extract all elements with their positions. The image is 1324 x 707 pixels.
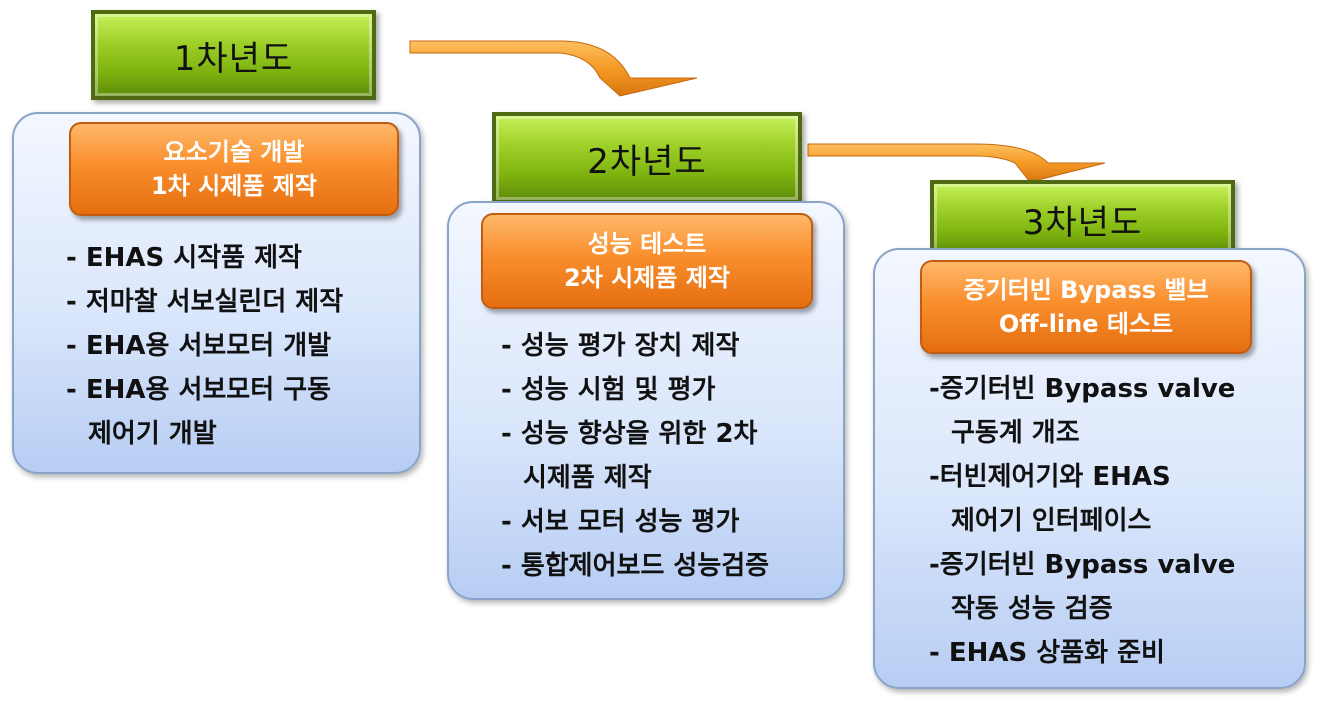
year-2-card: 성능 테스트 2차 시제품 제작 - 성능 평가 장치 제작 - 성능 시험 및… [447, 201, 845, 600]
year-1-task: - EHA용 서보모터 구동 [66, 375, 332, 405]
year-2-task: - 성능 평가 장치 제작 [501, 331, 740, 361]
year-3-task: 구동계 개조 [951, 418, 1080, 448]
year-3-task: -증기터빈 Bypass valve [929, 374, 1236, 404]
year-2-goal-badge: 성능 테스트 2차 시제품 제작 [481, 213, 813, 309]
year-3-task: 제어기 인터페이스 [951, 506, 1152, 536]
year-3-task: -증기터빈 Bypass valve [929, 550, 1236, 580]
year-3-task-list: -증기터빈 Bypass valve 구동계 개조 -터빈제어기와 EHAS 제… [929, 367, 1235, 675]
year-3-task: 작동 성능 검증 [951, 594, 1113, 624]
year-2-task-list: - 성능 평가 장치 제작 - 성능 시험 및 평가 - 성능 향상을 위한 2… [501, 324, 769, 588]
year-1-header: 1차년도 [91, 10, 376, 100]
year-3-card: 증기터빈 Bypass 밸브 Off-line 테스트 -증기터빈 Bypass… [873, 248, 1306, 689]
year-2-goal-line-2: 2차 시제품 제작 [564, 264, 730, 292]
year-1-task: 제어기 개발 [88, 419, 217, 449]
year-1-task-list: - EHAS 시작품 제작 - 저마찰 서보실린더 제작 - EHA용 서보모터… [66, 236, 343, 456]
year-1-task: - 저마찰 서보실린더 제작 [66, 287, 344, 317]
year-2-header: 2차년도 [492, 112, 802, 204]
year-2-goal-line-1: 성능 테스트 [587, 230, 707, 258]
year-1-card: 요소기술 개발 1차 시제품 제작 - EHAS 시작품 제작 - 저마찰 서보… [12, 112, 421, 474]
year-1-task: - EHAS 시작품 제작 [66, 243, 302, 273]
year-2-task: 시제품 제작 [523, 463, 652, 493]
year-1-goal-line-2: 1차 시제품 제작 [151, 172, 317, 200]
year-1-label: 1차년도 [173, 38, 294, 79]
year-3-task: - EHAS 상품화 준비 [929, 638, 1165, 668]
year-2-task: - 성능 시험 및 평가 [501, 375, 716, 405]
year-1-goal-line-1: 요소기술 개발 [163, 138, 305, 166]
year-2-label: 2차년도 [587, 141, 707, 182]
year-3-goal-line-1: 증기터빈 Bypass 밸브 [963, 276, 1209, 304]
year-2-task: - 통합제어보드 성능검증 [501, 551, 770, 581]
year-3-goal-badge: 증기터빈 Bypass 밸브 Off-line 테스트 [920, 260, 1252, 354]
year-3-goal-line-2: Off-line 테스트 [998, 310, 1174, 338]
year-2-task: - 서보 모터 성능 평가 [501, 507, 740, 537]
year-1-task: - EHA용 서보모터 개발 [66, 331, 332, 361]
year-1-goal-badge: 요소기술 개발 1차 시제품 제작 [69, 122, 399, 216]
year-3-task: -터빈제어기와 EHAS [929, 462, 1171, 492]
year-3-header: 3차년도 [930, 180, 1235, 258]
year-2-task: - 성능 향상을 위한 2차 [501, 419, 758, 449]
year-3-label: 3차년도 [1022, 202, 1143, 243]
